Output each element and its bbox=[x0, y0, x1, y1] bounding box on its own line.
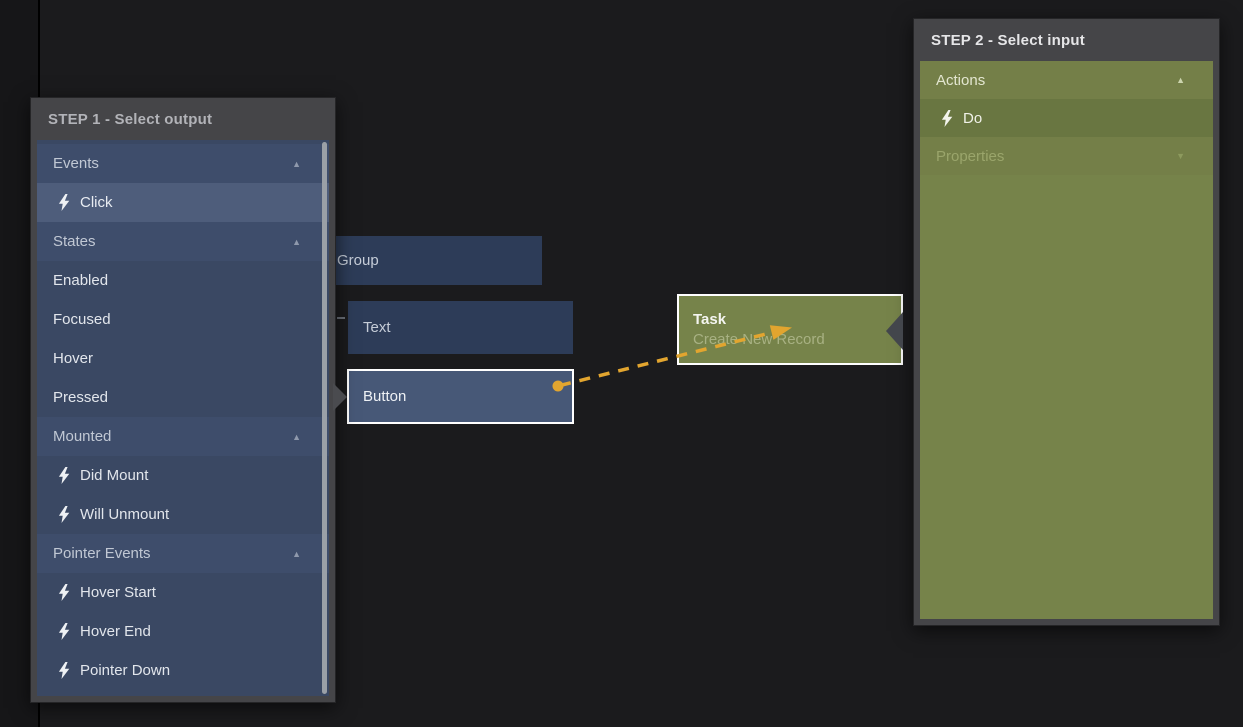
node-task-title: Task bbox=[693, 310, 727, 328]
node-group[interactable]: Group bbox=[322, 236, 542, 285]
item-hover-end[interactable]: Hover End bbox=[37, 612, 329, 651]
item-enabled[interactable]: Enabled bbox=[53, 272, 109, 289]
item-pointer-down[interactable]: Pointer Down bbox=[37, 651, 329, 690]
step1-panel-header: STEP 1 - Select output bbox=[31, 98, 335, 140]
node-button[interactable]: Button bbox=[347, 369, 574, 424]
section-properties[interactable]: Properties ▼ bbox=[920, 137, 1213, 175]
step1-panel: STEP 1 - Select output Events ▲ Click St… bbox=[30, 97, 336, 703]
section-actions[interactable]: Actions ▲ bbox=[920, 61, 1213, 99]
item-click[interactable]: Click bbox=[37, 183, 329, 222]
node-task[interactable]: Task Create New Record bbox=[677, 294, 903, 365]
lightning-icon bbox=[58, 467, 71, 484]
lightning-icon bbox=[58, 662, 71, 679]
item-will-unmount[interactable]: Will Unmount bbox=[37, 495, 329, 534]
item-focused[interactable]: Focused bbox=[53, 311, 111, 328]
step1-output-list: Events ▲ Click States ▲ Enabled Focused … bbox=[37, 140, 329, 696]
lightning-icon bbox=[58, 584, 71, 601]
section-states[interactable]: States ▲ bbox=[37, 222, 329, 261]
step2-panel-title: STEP 2 - Select input bbox=[931, 31, 1085, 49]
section-events[interactable]: Events ▲ bbox=[37, 144, 329, 183]
node-task-subtitle: Create New Record bbox=[693, 330, 825, 348]
chevron-up-icon: ▲ bbox=[292, 431, 301, 442]
step1-panel-title: STEP 1 - Select output bbox=[48, 110, 213, 128]
lightning-icon bbox=[58, 194, 71, 211]
node-text-label: Text bbox=[363, 319, 391, 336]
item-did-mount[interactable]: Did Mount bbox=[37, 456, 329, 495]
node-group-label: Group bbox=[337, 252, 379, 269]
section-pointer-events[interactable]: Pointer Events ▲ bbox=[37, 534, 329, 573]
tree-connector-tick bbox=[337, 317, 345, 319]
step1-scrollbar[interactable] bbox=[322, 142, 327, 694]
step2-panel: STEP 2 - Select input Actions ▲ Do Prope… bbox=[913, 18, 1220, 626]
item-hover-start[interactable]: Hover Start bbox=[37, 573, 329, 612]
chevron-up-icon: ▲ bbox=[1176, 75, 1185, 85]
lightning-icon bbox=[941, 109, 954, 127]
chevron-up-icon: ▲ bbox=[292, 158, 301, 169]
step2-input-list: Actions ▲ Do Properties ▼ bbox=[920, 61, 1213, 619]
section-mounted[interactable]: Mounted ▲ bbox=[37, 417, 329, 456]
node-text[interactable]: Text bbox=[348, 301, 573, 354]
input-connector-arrow-icon bbox=[886, 312, 903, 350]
chevron-down-icon: ▼ bbox=[1176, 151, 1185, 161]
lightning-icon bbox=[58, 506, 71, 523]
lightning-icon bbox=[58, 623, 71, 640]
item-do[interactable]: Do bbox=[920, 99, 1213, 137]
node-button-label: Button bbox=[363, 388, 407, 405]
step2-panel-header: STEP 2 - Select input bbox=[914, 19, 1219, 61]
output-connector-arrow-icon bbox=[333, 383, 347, 411]
chevron-up-icon: ▲ bbox=[292, 236, 301, 247]
chevron-up-icon: ▲ bbox=[292, 548, 301, 559]
item-pressed[interactable]: Pressed bbox=[53, 389, 109, 406]
item-hover[interactable]: Hover bbox=[53, 350, 94, 367]
